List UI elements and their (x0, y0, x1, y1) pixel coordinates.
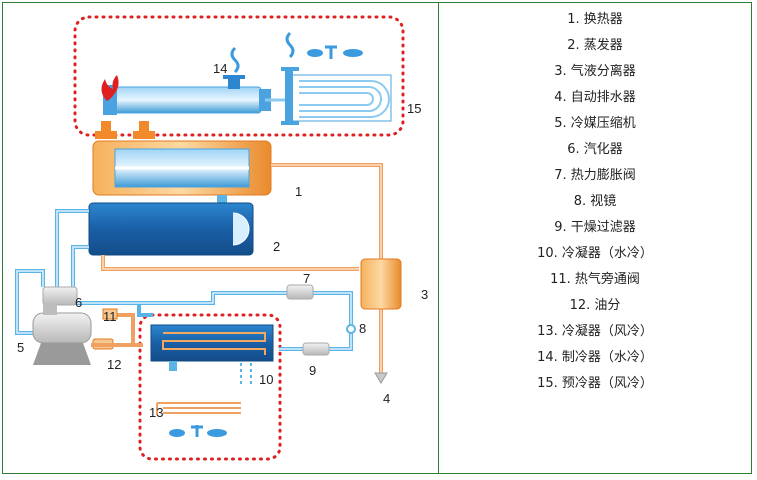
callout-1: 1 (295, 184, 302, 199)
legend-item: 3. 气液分离器 (554, 64, 636, 79)
callout-3: 3 (421, 287, 428, 302)
callout-8: 8 (359, 321, 366, 336)
legend-item: 12. 油分 (569, 298, 621, 313)
heat-exchanger (92, 140, 272, 196)
legend-item: 7. 热力膨胀阀 (554, 168, 636, 183)
legend-item: 8. 视镜 (573, 194, 617, 209)
gas-liquid-separator (360, 258, 402, 310)
air-cooled-condenser (156, 402, 241, 415)
flame-icon (101, 75, 119, 101)
callout-13: 13 (149, 405, 163, 420)
legend-item: 5. 冷媒压缩机 (554, 116, 636, 131)
compressor (32, 303, 92, 365)
water-cooled-chiller (103, 46, 271, 115)
callout-15: 15 (407, 101, 421, 116)
callout-2: 2 (273, 239, 280, 254)
legend-item: 1. 换热器 (567, 12, 623, 27)
legend-item: 9. 干燥过滤器 (554, 220, 636, 235)
drier-filter (302, 342, 330, 356)
callout-12: 12 (107, 357, 121, 372)
legend-item: 2. 蒸发器 (567, 38, 623, 53)
dryer-schematic: 1 2 3 4 5 6 7 8 9 10 11 12 13 14 15 (3, 3, 437, 473)
component-legend: 1. 换热器 2. 蒸发器 3. 气液分离器 4. 自动排水器 5. 冷媒压缩机… (439, 3, 751, 473)
legend-item: 4. 自动排水器 (554, 90, 636, 105)
callout-11: 11 (103, 309, 117, 324)
legend-item: 15. 预冷器（风冷） (537, 376, 653, 391)
outer-frame (2, 2, 752, 474)
legend-item: 6. 汽化器 (567, 142, 623, 157)
callout-9: 9 (309, 363, 316, 378)
callout-10: 10 (259, 372, 273, 387)
air-cooled-precooler (265, 31, 392, 125)
water-cooled-condenser (150, 324, 274, 387)
sight-glass (346, 324, 356, 334)
vaporizer (42, 286, 78, 306)
legend-item: 14. 制冷器（水冷） (537, 350, 653, 365)
callout-4: 4 (383, 391, 390, 406)
hot-gas-bypass-valve (102, 308, 118, 320)
legend-item: 11. 热气旁通阀 (550, 272, 640, 287)
callout-14: 14 (213, 61, 227, 76)
callout-5: 5 (17, 340, 24, 355)
legend-item: 13. 冷凝器（风冷） (537, 324, 653, 339)
evaporator (88, 202, 254, 256)
column-divider (438, 2, 439, 474)
expansion-valve (286, 284, 314, 300)
callout-6: 6 (75, 295, 82, 310)
legend-item: 10. 冷凝器（水冷） (537, 246, 653, 261)
condenser-group-outline (138, 313, 282, 461)
auto-drain (374, 372, 388, 384)
fan-icon (169, 425, 227, 437)
callout-7: 7 (303, 271, 310, 286)
